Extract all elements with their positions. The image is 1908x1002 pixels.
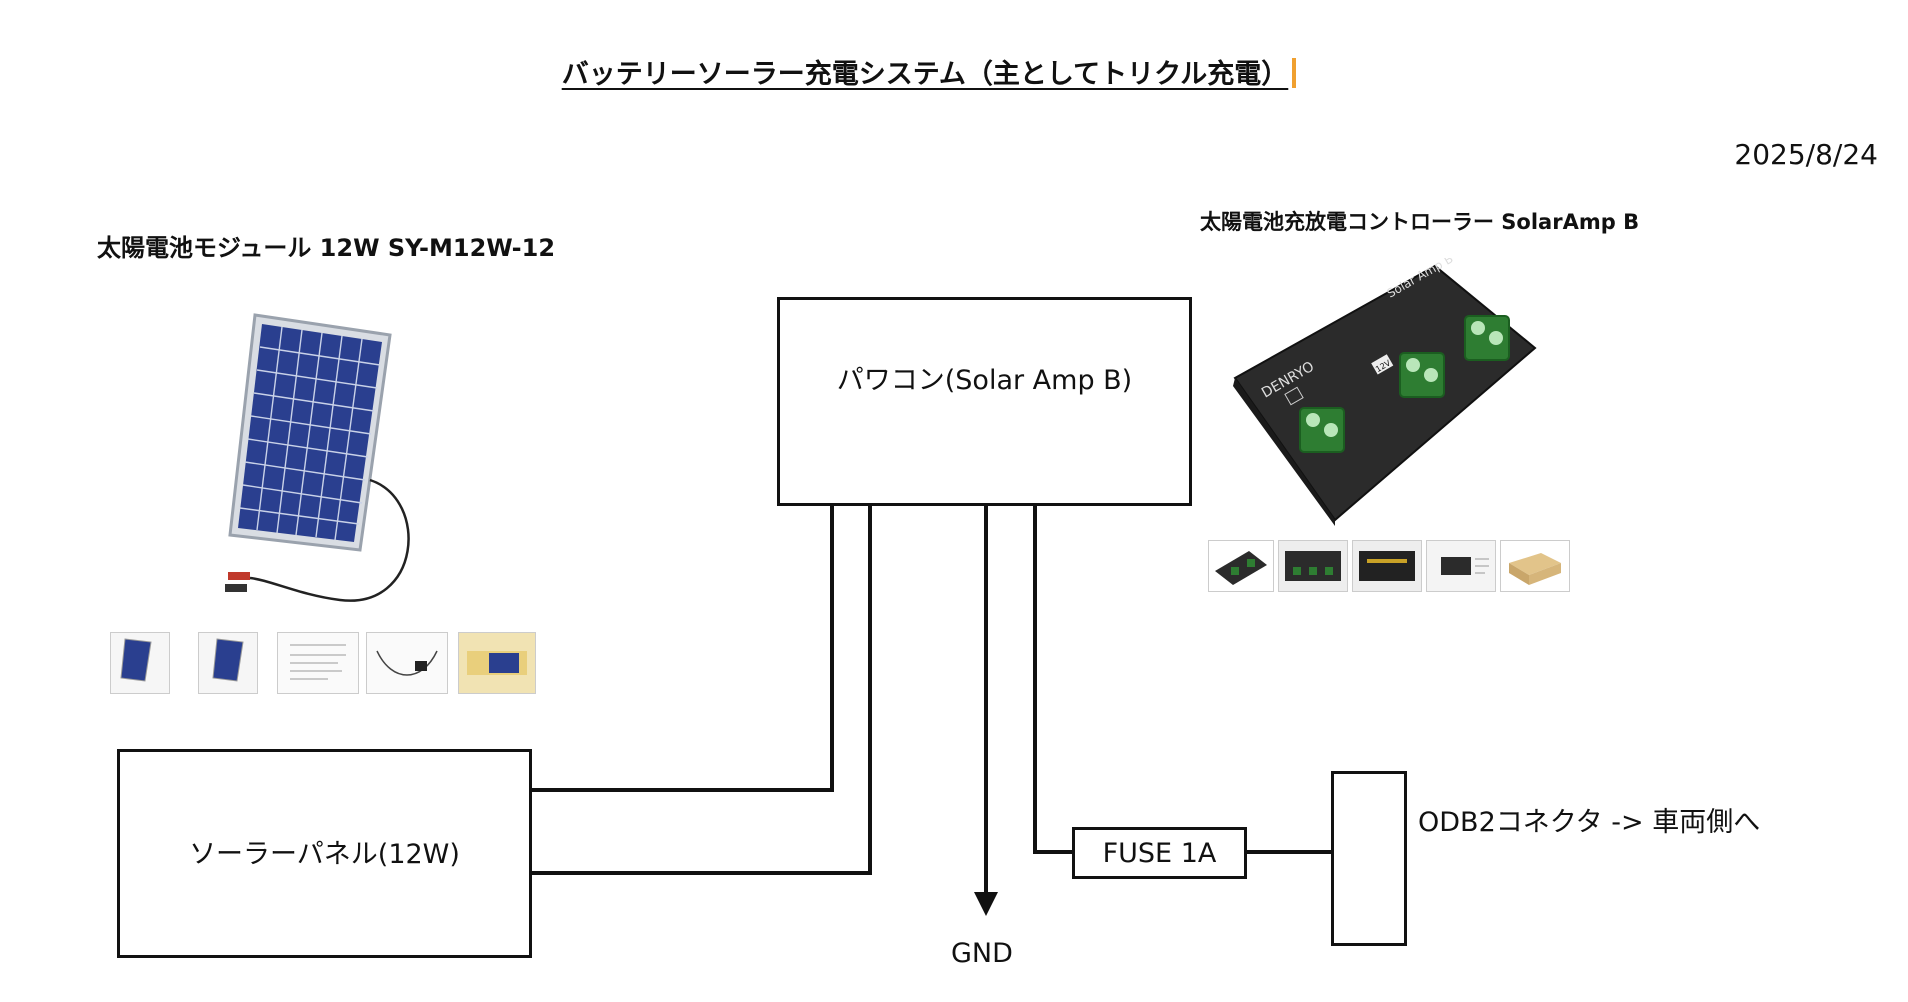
controller-thumb-3[interactable] [1352,540,1422,592]
wire-pcs-fuse-horizontal [1033,850,1075,854]
text-cursor [1292,58,1297,88]
wire-pcs-panel-2-horizontal [530,871,872,875]
wire-fuse-odb2 [1244,850,1334,854]
controller-thumb-2[interactable] [1278,540,1348,592]
controller-thumb-1[interactable] [1208,540,1274,592]
controller-caption: 太陽電池充放電コントローラー SolarAmp B [1200,210,1640,234]
gnd-label: GND [951,938,1013,969]
gnd-arrowhead [974,892,998,916]
solar-panel-label: ソーラーパネル(12W) [189,839,460,870]
fuse-box: FUSE 1A [1072,827,1247,879]
odb2-label: ODB2コネクタ -> 車両側へ [1418,807,1761,838]
wire-gnd [984,505,988,897]
wire-pcs-panel-1-vertical [830,505,834,792]
controller-thumb-4[interactable] [1426,540,1496,592]
solar-thumb-1[interactable] [110,632,170,694]
solar-panel-box: ソーラーパネル(12W) [117,749,532,958]
fuse-label: FUSE 1A [1102,838,1217,869]
diagram-title: バッテリーソーラー充電システム（主としてトリクル充電） [0,52,1858,91]
controller-thumb-5[interactable] [1500,540,1570,592]
wire-pcs-fuse-vertical [1033,505,1037,854]
solar-thumb-2[interactable] [198,632,258,694]
controller-image: DENRYO Solar Amp B 12V [1233,258,1537,526]
date-label: 2025/8/24 [1734,138,1878,171]
odb2-connector-box [1331,771,1407,946]
pcs-box: パワコン(Solar Amp B) [777,297,1192,506]
wire-pcs-panel-1-horizontal [530,788,834,792]
solar-thumb-5[interactable] [458,632,536,694]
wire-pcs-panel-2-vertical [868,505,872,875]
pcs-label: パワコン(Solar Amp B) [836,365,1133,396]
solar-thumb-3[interactable] [277,632,359,694]
solar-thumb-4[interactable] [366,632,448,694]
solar-module-caption: 太陽電池モジュール 12W SY-M12W-12 [97,234,556,262]
solar-panel-image [225,313,410,602]
